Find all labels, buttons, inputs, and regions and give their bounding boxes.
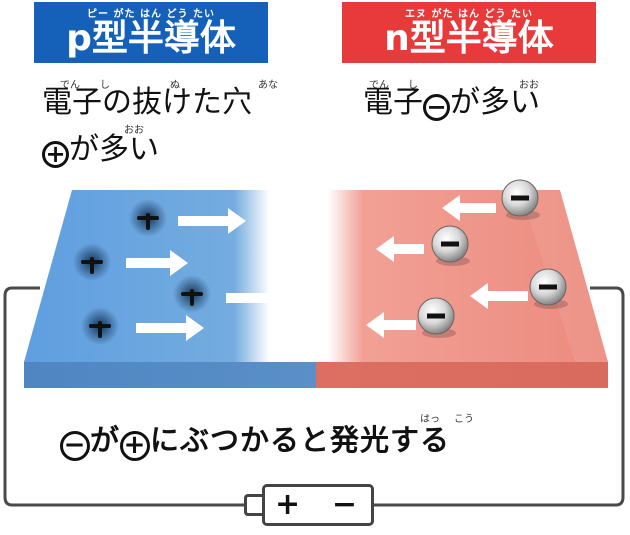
ruby-nu: ぬ xyxy=(170,80,180,91)
battery: + − xyxy=(262,484,374,526)
electron-particle xyxy=(431,225,470,266)
ruby-kou: こう xyxy=(454,414,474,425)
arrow-left-icon xyxy=(376,236,424,262)
hole-particle xyxy=(173,275,211,313)
n-type-banner: エヌ がた はん どう たい n型半導体 xyxy=(342,2,596,63)
ruby-oo: おお xyxy=(124,125,144,136)
p-type-description-line1: 電子の抜けた穴 xyxy=(42,85,252,120)
message-part2: にぶつかると発光する xyxy=(150,423,451,457)
electron-particle xyxy=(417,297,456,338)
p-type-banner: ピー がた はん どう たい p型半導体 xyxy=(34,2,268,63)
p-desc-text: が多い xyxy=(69,132,159,167)
plus-circle-icon: + xyxy=(120,431,151,461)
hole-particle xyxy=(81,307,119,345)
slab-side xyxy=(24,362,608,388)
arrow-right-icon xyxy=(178,208,246,234)
slab-shine xyxy=(520,190,608,362)
n-type-ruby: エヌ がた はん どう たい xyxy=(405,9,533,20)
ruby-ana: あな xyxy=(258,80,278,91)
ruby-shi: し xyxy=(100,80,110,91)
arrow-left-icon xyxy=(470,283,528,309)
ruby-den: でん xyxy=(60,80,80,91)
battery-minus-icon: − xyxy=(331,487,357,522)
n-type-description: 電子−が多い xyxy=(363,86,540,121)
p-type-title: p型半導体 xyxy=(66,18,236,59)
battery-plus-icon: + xyxy=(275,487,301,522)
ruby-hatsu: はっ xyxy=(420,414,440,425)
ruby-oo: おお xyxy=(519,80,539,91)
arrow-right-icon xyxy=(136,315,204,341)
electron-particle xyxy=(529,268,568,309)
n-desc-text-b: が多い xyxy=(450,85,540,120)
electron-particle xyxy=(501,179,540,220)
hole-particle xyxy=(73,243,111,281)
p-type-description-line2: +が多い xyxy=(42,133,159,168)
plus-circle-icon: + xyxy=(42,141,69,168)
arrow-left-icon xyxy=(366,312,416,338)
arrow-right-icon xyxy=(226,285,290,311)
p-type-ruby: ピー がた はん どう たい xyxy=(87,9,215,20)
minus-circle-icon: − xyxy=(423,94,450,121)
n-type-title: n型半導体 xyxy=(384,18,554,59)
battery-terminal xyxy=(244,494,264,516)
arrow-right-icon xyxy=(126,250,188,276)
hole-particle xyxy=(129,199,167,237)
minus-circle-icon: − xyxy=(60,431,90,461)
ruby-den: でん xyxy=(369,80,389,91)
n-desc-text-a: 電子 xyxy=(363,85,423,120)
emission-message: −が+にぶつかると発光する xyxy=(60,420,450,461)
ruby-shi: し xyxy=(408,80,418,91)
message-part1: が xyxy=(90,423,121,457)
arrow-left-icon xyxy=(442,195,496,221)
